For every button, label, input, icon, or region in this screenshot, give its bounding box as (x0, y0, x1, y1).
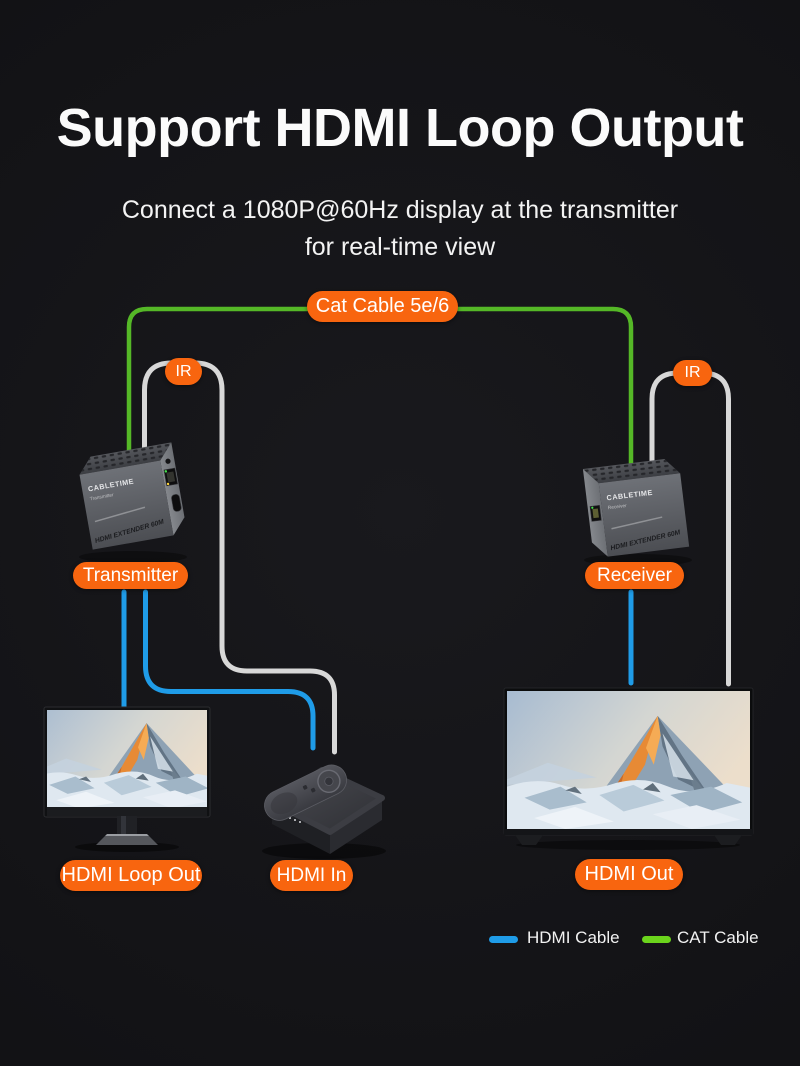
page-subtitle: Connect a 1080P@60Hz display at the tran… (0, 192, 800, 266)
media-player-box (262, 764, 386, 859)
rj45-port (163, 467, 178, 487)
legend-hdmi-cable-label: HDMI Cable (527, 928, 620, 947)
device-role: Transmitter (89, 492, 114, 502)
hdmi-out-label: HDMI Out (575, 859, 683, 890)
hdmi-port (171, 494, 182, 512)
transmitter-label: Transmitter (73, 562, 188, 589)
page-title: Support HDMI Loop Output (56, 98, 744, 158)
cat-cable (126, 306, 634, 473)
cable-legend: HDMI Cable CAT Cable (0, 928, 800, 952)
ir-badge-left: IR (165, 358, 202, 385)
legend-cat-cable-label: CAT Cable (677, 928, 759, 947)
hdmi-loop-out-label: HDMI Loop Out (60, 860, 202, 891)
hdmi-in-label: HDMI In (270, 860, 353, 891)
hdmi-cable-swatch (489, 936, 518, 943)
cat-cable-label: Cat Cable 5e/6 (307, 291, 458, 322)
hdmi-cable-in (143, 589, 316, 751)
loop-out-monitor (43, 706, 211, 852)
subtitle-line-1: Connect a 1080P@60Hz display at the tran… (121, 196, 679, 224)
ir-cable-left (142, 360, 337, 755)
transmitter-device: CABLETIME Transmitter HDMI EXTENDER 60M (79, 442, 187, 563)
remote-control (264, 764, 348, 821)
receiver-device: CABLETIME Receiver HDMI EXTENDER 60M (582, 459, 692, 566)
cat-cable-swatch (642, 936, 671, 943)
ir-jack-port (165, 458, 171, 464)
ir-badge-right: IR (673, 360, 712, 386)
rj45-port (589, 504, 602, 522)
device-role: Receiver (608, 503, 628, 511)
receiver-label: Receiver (585, 562, 684, 589)
output-tv (503, 687, 754, 850)
subtitle-line-2: for real-time view (304, 233, 496, 261)
